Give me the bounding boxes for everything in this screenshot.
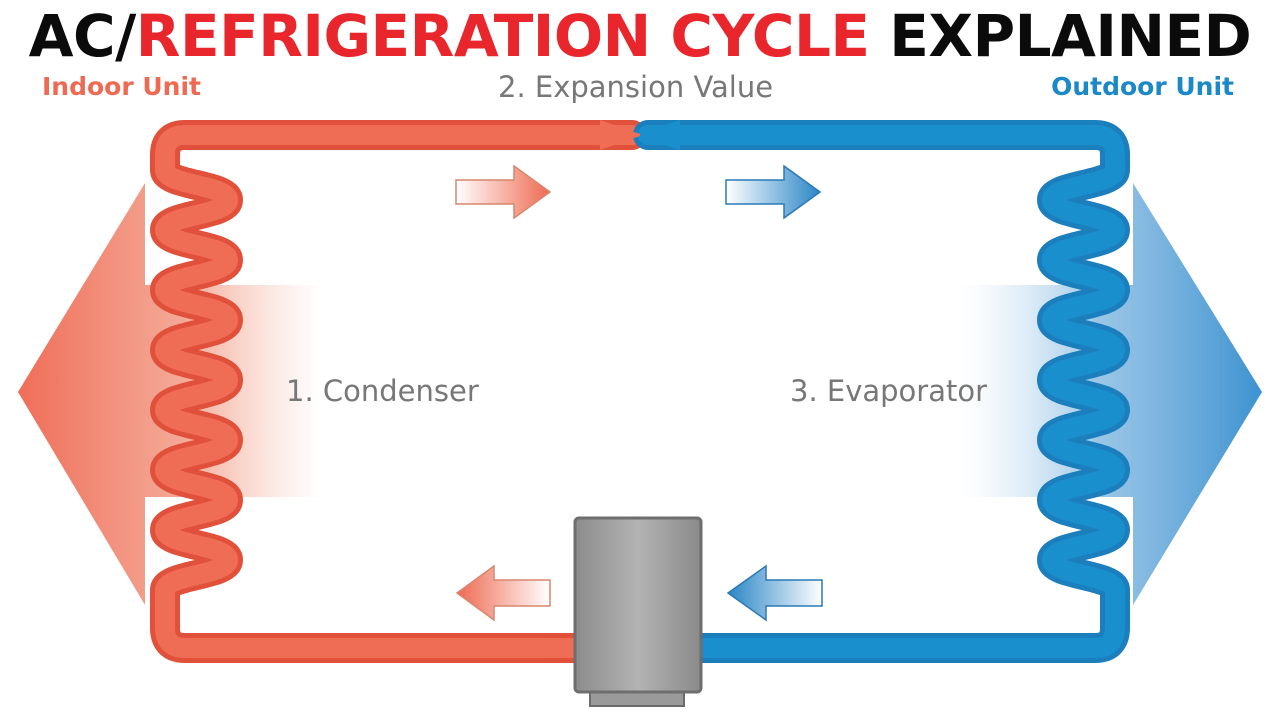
indoor-unit-label: Indoor Unit xyxy=(42,72,201,101)
evaporator-label: 3. Evaporator xyxy=(790,374,988,408)
outdoor-unit-label: Outdoor Unit xyxy=(1051,72,1234,101)
flow-arrow-top-left xyxy=(455,164,552,220)
title-suffix: EXPLAINED xyxy=(869,2,1252,70)
condenser-coil-icon xyxy=(150,120,647,663)
evaporator-coil-icon xyxy=(633,120,1130,663)
expansion-valve xyxy=(600,120,680,150)
flow-arrow-bottom-right xyxy=(726,564,823,622)
title-highlight: REFRIGERATION CYCLE xyxy=(135,2,870,70)
flow-arrow-top-right xyxy=(725,164,822,220)
title-prefix: AC/ xyxy=(28,2,137,70)
compressor-icon xyxy=(573,516,703,707)
condenser-label: 1. Condenser xyxy=(286,374,479,408)
expansion-valve-label: 2. Expansion Value xyxy=(498,70,774,104)
page-title: AC/REFRIGERATION CYCLE EXPLAINED xyxy=(0,0,1280,72)
flow-arrow-bottom-left xyxy=(455,564,551,622)
